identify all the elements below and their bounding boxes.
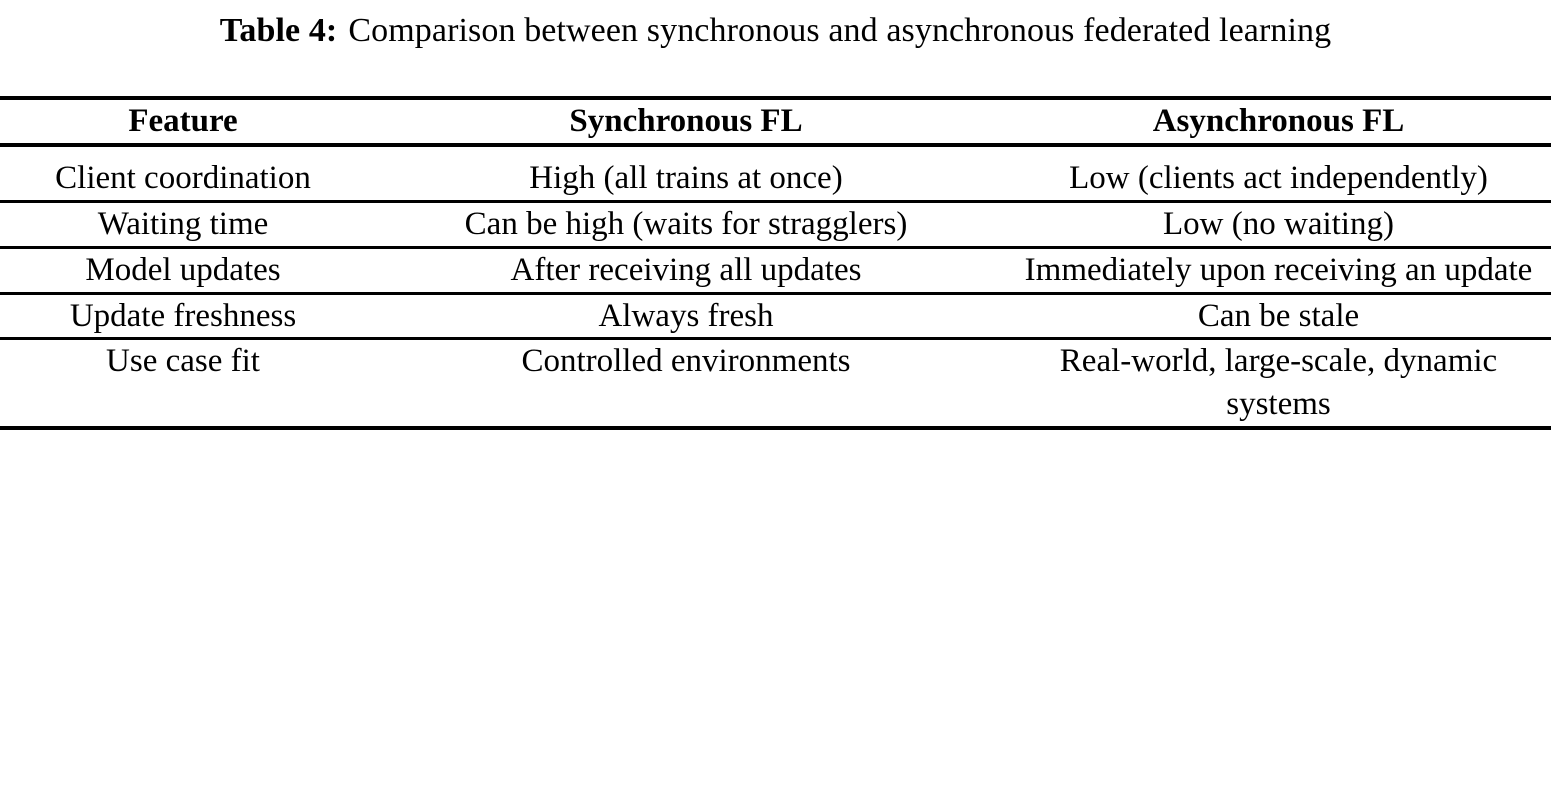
cell-asynchronous: Real-world, large-scale, dynamic systems: [1059, 343, 1498, 423]
row-separator: [0, 291, 1551, 295]
table-row: Model updates After receiving all update…: [0, 249, 1551, 292]
table-caption: Table 4: Comparison between synchronous …: [0, 0, 1551, 62]
table-row: Use case fit Controlled environments Rea…: [0, 340, 1551, 426]
horizontal-rule: [0, 199, 1551, 203]
cell-synchronous: High (all trains at once): [529, 159, 843, 196]
caption-label: Table 4:: [219, 12, 338, 50]
horizontal-rule: [0, 291, 1551, 295]
horizontal-rule: [0, 245, 1551, 249]
caption-text: Comparison between synchronous and async…: [348, 12, 1332, 50]
table-header: Feature Synchronous FL Asynchronous FL: [0, 96, 1551, 147]
rule-row-separator: [0, 199, 1551, 203]
horizontal-rule: [0, 426, 1551, 431]
column-header-asynchronous: Asynchronous FL: [1152, 103, 1405, 139]
cell-feature: Use case fit: [106, 343, 260, 380]
row-separator: [0, 199, 1551, 203]
rule-header-bottom-row: [0, 142, 1551, 147]
rule-bottom-row: [0, 426, 1551, 431]
rule-row-separator: [0, 245, 1551, 249]
table-body: Client coordination High (all trains at …: [0, 147, 1551, 431]
cell-feature: Waiting time: [97, 205, 269, 242]
table-row: Waiting time Can be high (waits for stra…: [0, 203, 1551, 246]
rule-top-row: [0, 96, 1551, 100]
column-header-synchronous: Synchronous FL: [569, 103, 803, 139]
rule-header-bottom: [0, 142, 1551, 147]
cell-synchronous: Controlled environments: [521, 343, 851, 380]
horizontal-rule: [0, 337, 1551, 341]
cell-synchronous: Always fresh: [598, 297, 774, 334]
column-header-feature: Feature: [128, 103, 238, 139]
rule-row-separator: [0, 337, 1551, 341]
cell-asynchronous: Can be stale: [1197, 297, 1360, 334]
table-container: Feature Synchronous FL Asynchronous FL C…: [0, 96, 1551, 431]
row-separator: [0, 245, 1551, 249]
comparison-table: Feature Synchronous FL Asynchronous FL C…: [0, 96, 1551, 431]
cell-feature: Update freshness: [69, 297, 297, 334]
row-separator: [0, 337, 1551, 341]
cell-asynchronous: Low (no waiting): [1163, 205, 1394, 242]
horizontal-rule: [0, 96, 1551, 100]
cell-synchronous: Can be high (waits for stragglers): [464, 205, 908, 242]
table-row: Update freshness Always fresh Can be sta…: [0, 295, 1551, 338]
rule-top: [0, 96, 1551, 100]
rule-bottom: [0, 426, 1551, 431]
table-row: Client coordination High (all trains at …: [0, 147, 1551, 200]
header-row: Feature Synchronous FL Asynchronous FL: [0, 100, 1551, 143]
cell-feature: Client coordination: [55, 159, 311, 196]
cell-feature: Model updates: [85, 251, 281, 288]
cell-asynchronous: Immediately upon receiving an update: [1024, 251, 1533, 288]
horizontal-rule: [0, 142, 1551, 147]
rule-row-separator: [0, 291, 1551, 295]
cell-synchronous: After receiving all updates: [510, 251, 862, 288]
cell-asynchronous: Low (clients act independently): [1069, 159, 1488, 196]
